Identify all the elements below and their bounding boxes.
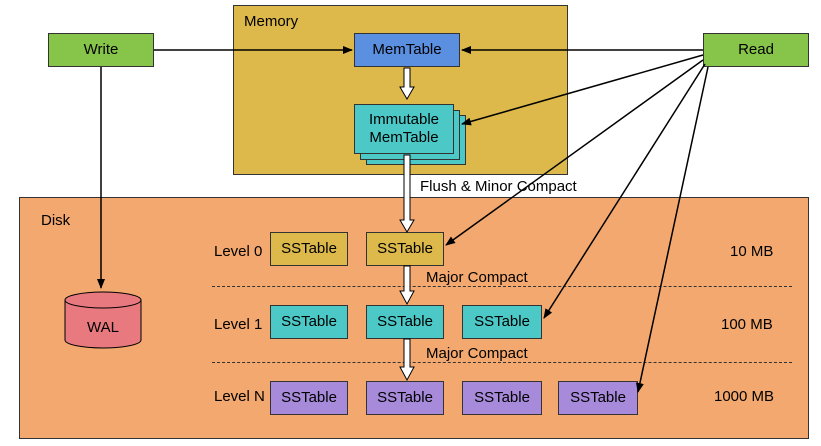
level-separator-1: [212, 286, 792, 287]
sstable-label: SSTable: [281, 389, 337, 406]
sstable-l1-1: SSTable: [270, 305, 348, 339]
memory-label: Memory: [244, 13, 299, 30]
level-n-size: 1000 MB: [714, 388, 775, 405]
sstable-label: SSTable: [570, 389, 626, 406]
disk-label: Disk: [41, 212, 71, 229]
sstable-label: SSTable: [377, 389, 433, 406]
read-box: Read: [703, 33, 809, 67]
level-0-label: Level 0: [214, 243, 263, 260]
flush-compact-label: Flush & Minor Compact: [420, 178, 577, 195]
level-separator-2: [212, 362, 792, 363]
sstable-label: SSTable: [281, 313, 337, 330]
sstable-ln-3: SSTable: [462, 381, 542, 415]
level-n-label: Level N: [214, 388, 265, 405]
sstable-l1-2: SSTable: [366, 305, 444, 339]
sstable-ln-4: SSTable: [558, 381, 638, 415]
sstable-label: SSTable: [377, 240, 433, 257]
major-compact-label-2: Major Compact: [426, 345, 528, 362]
write-box: Write: [48, 33, 154, 67]
sstable-label: SSTable: [281, 240, 337, 257]
sstable-l0-1: SSTable: [270, 232, 348, 266]
write-label: Write: [83, 41, 119, 58]
level-1-size: 100 MB: [721, 316, 773, 333]
major-compact-label-1: Major Compact: [426, 269, 528, 286]
memtable-label: MemTable: [372, 41, 442, 58]
level-0-size: 10 MB: [730, 243, 774, 260]
sstable-ln-1: SSTable: [270, 381, 348, 415]
read-label: Read: [738, 41, 774, 58]
sstable-label: SSTable: [474, 313, 530, 330]
memtable-box: MemTable: [354, 33, 460, 67]
sstable-ln-2: SSTable: [366, 381, 444, 415]
sstable-l1-3: SSTable: [462, 305, 542, 339]
immutable-memtable-label: Immutable MemTable: [368, 111, 440, 146]
sstable-label: SSTable: [377, 313, 433, 330]
level-1-label: Level 1: [214, 316, 263, 333]
immutable-memtable-box: Immutable MemTable: [354, 104, 454, 154]
sstable-l0-2: SSTable: [366, 232, 444, 266]
sstable-label: SSTable: [474, 389, 530, 406]
